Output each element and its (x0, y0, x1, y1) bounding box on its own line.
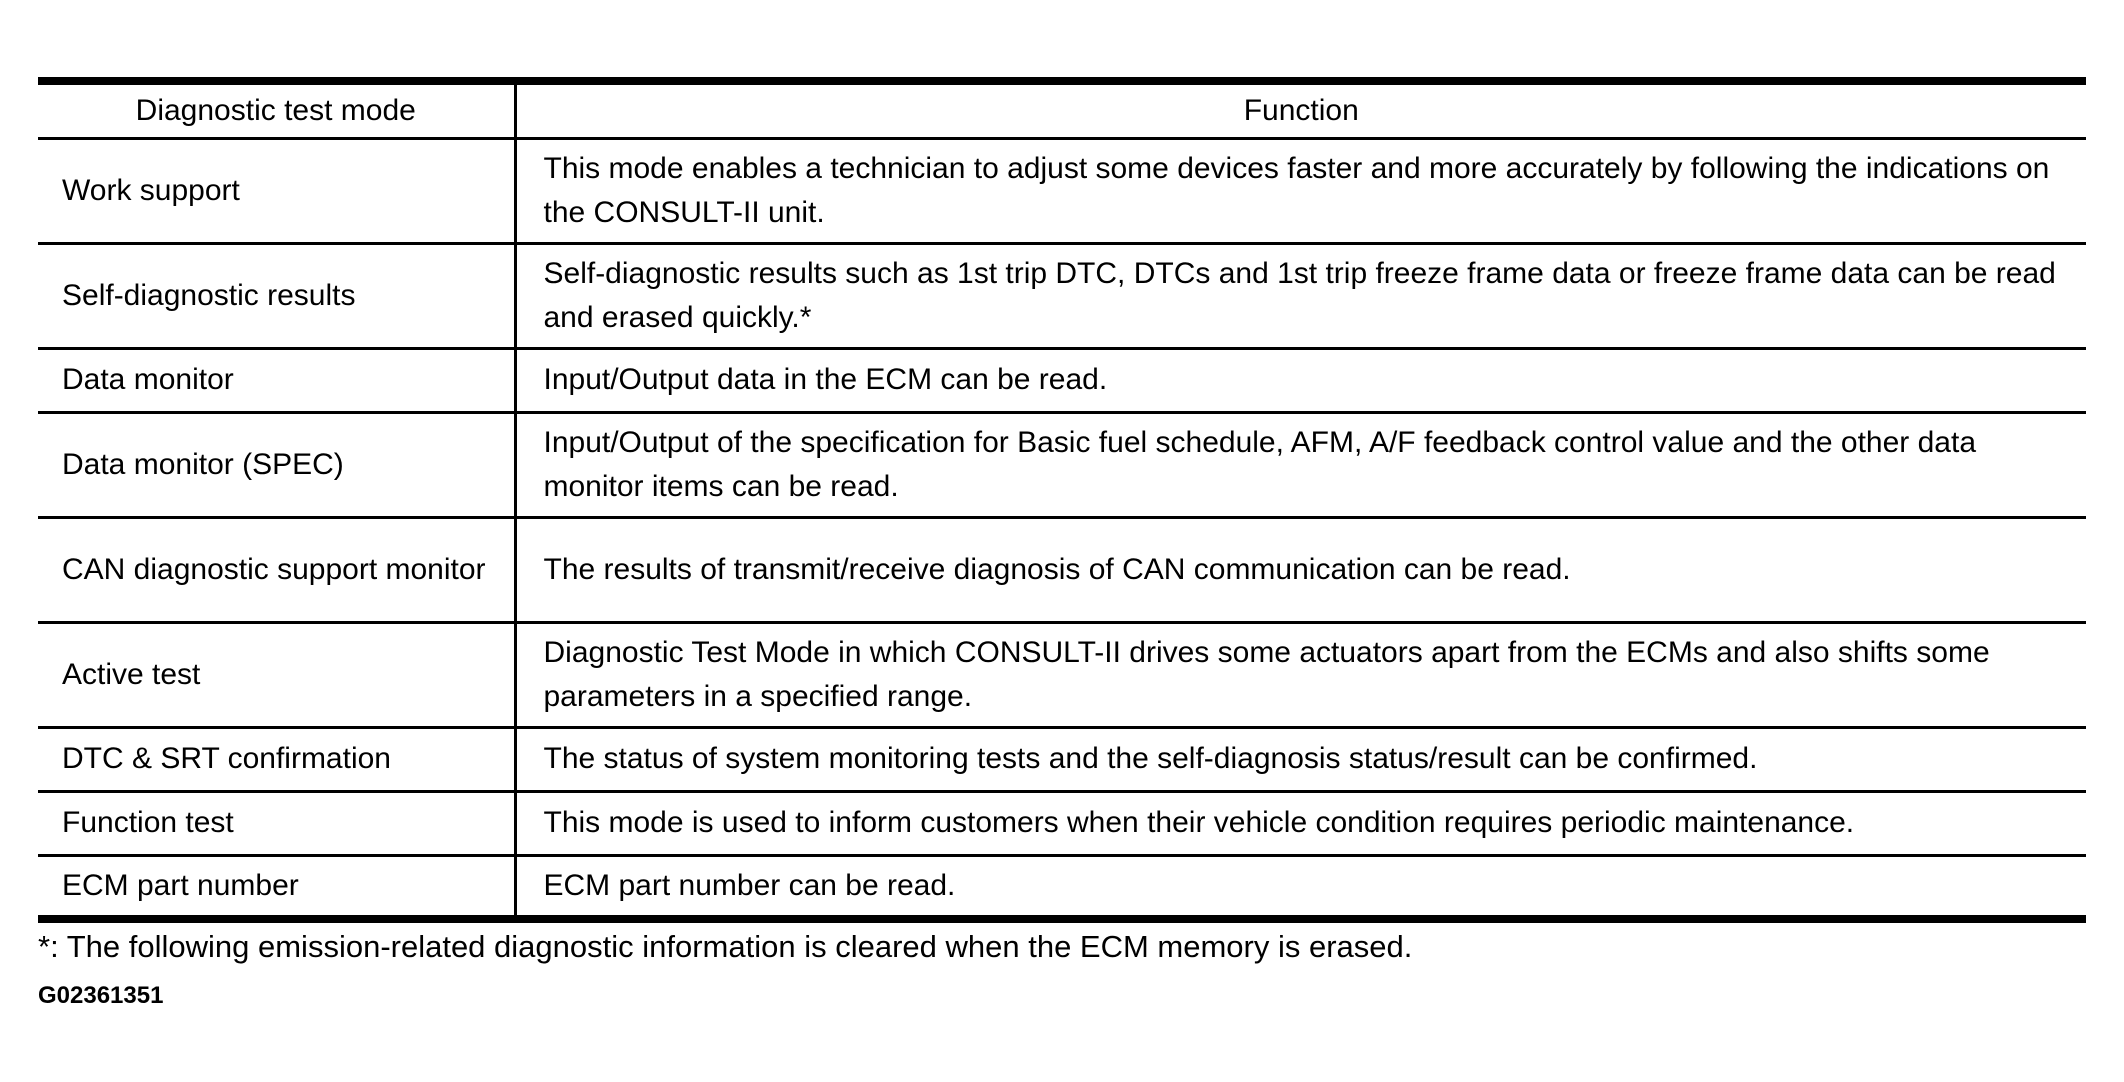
header-diagnostic-test-mode: Diagnostic test mode (38, 81, 517, 140)
table-header-row: Diagnostic test mode Function (38, 81, 2086, 140)
diagnostic-test-mode-table: Diagnostic test mode Function Work suppo… (38, 77, 2086, 923)
mode-cell: Data monitor (38, 348, 517, 414)
function-cell: This mode is used to inform customers wh… (515, 791, 2086, 857)
mode-cell: Data monitor (SPEC) (38, 412, 517, 519)
table-row-self-diagnostic-results: Self-diagnostic results Self-diagnostic … (38, 243, 2086, 350)
function-cell: ECM part number can be read. (543, 868, 956, 902)
mode-cell: Active test (38, 622, 517, 729)
table-row-data-monitor: Data monitor Input/Output data in the EC… (38, 348, 2086, 414)
header-function: Function (515, 81, 2086, 140)
table-row-active-test: Active test Diagnostic Test Mode in whic… (38, 622, 2086, 729)
function-cell: Diagnostic Test Mode in which CONSULT-II… (515, 622, 2086, 729)
mode-cell: DTC & SRT confirmation (38, 727, 517, 793)
figure-code: G02361351 (38, 982, 164, 1009)
table-row-data-monitor-spec: Data monitor (SPEC) Input/Output of the … (38, 412, 2086, 519)
table-row-function-test: Function test This mode is used to infor… (38, 791, 2086, 857)
function-cell: This mode enables a technician to adjust… (515, 138, 2086, 245)
table-row-dtc-srt-confirmation: DTC & SRT confirmation The status of sys… (38, 727, 2086, 793)
table-row-can-diagnostic-support-monitor: CAN diagnostic support monitor The resul… (38, 517, 2086, 624)
function-cell: Input/Output of the specification for Ba… (515, 412, 2086, 519)
mode-cell: Self-diagnostic results (38, 243, 517, 350)
function-cell: Input/Output data in the ECM can be read… (515, 348, 2086, 414)
function-cell: Self-diagnostic results such as 1st trip… (515, 243, 2086, 350)
mode-cell: Function test (38, 791, 517, 857)
function-cell: The results of transmit/receive diagnosi… (515, 517, 2086, 624)
footnote: *: The following emission-related diagno… (38, 929, 1413, 964)
table-row-work-support: Work support This mode enables a technic… (38, 138, 2086, 245)
mode-cell: Work support (38, 138, 517, 245)
function-cell: The status of system monitoring tests an… (515, 727, 2086, 793)
table-row-ecm-part-number: ECM part number ECM part number can be r… (38, 855, 2086, 919)
mode-cell: CAN diagnostic support monitor (38, 517, 517, 624)
mode-cell: ECM part number (38, 855, 517, 919)
